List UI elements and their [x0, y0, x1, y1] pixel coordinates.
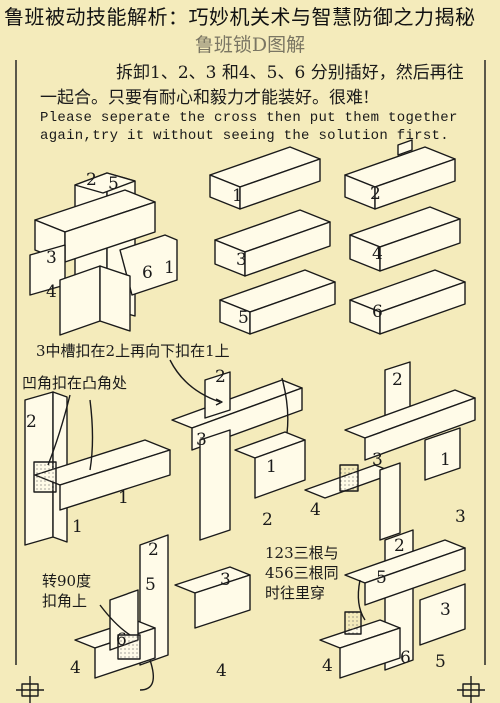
arrow-step-a	[169, 359, 221, 403]
step-number-4: 4	[216, 661, 227, 681]
step-number-1: 1	[72, 517, 83, 537]
step4-piece-3: 3	[220, 570, 231, 590]
piece-2-drawing	[344, 139, 456, 210]
assembled-label-6: 6	[142, 263, 153, 283]
note-step-c: 转90度	[42, 572, 92, 590]
rotate-arrow	[139, 659, 154, 691]
piece-1-drawing	[209, 146, 321, 210]
piece-5-drawing	[219, 269, 336, 335]
assembled-puzzle	[29, 172, 178, 336]
instruction-cn-line2: 一起合。只要有耐心和毅力才能装好。很难!	[40, 88, 370, 108]
step4-piece-2: 2	[148, 540, 159, 560]
arrows	[47, 359, 366, 691]
step3-piece-3: 3	[372, 450, 383, 470]
step-4-drawing	[74, 534, 251, 679]
assembled-label-2: 2	[86, 170, 97, 190]
step5-piece-3: 3	[440, 600, 451, 620]
step3-piece-2: 2	[392, 370, 403, 390]
arrow-step-b-1	[47, 394, 71, 466]
step-5-drawing	[319, 529, 466, 679]
note-step-e2: 456三根同	[265, 564, 339, 582]
note-step-d: 扣角上	[42, 592, 88, 610]
piece-label-5: 5	[238, 308, 249, 328]
step5-piece-4: 4	[322, 656, 333, 676]
step2-piece-1: 1	[266, 457, 277, 477]
note-step-e1: 123三根与	[265, 544, 339, 562]
step2-piece-3: 3	[196, 430, 207, 450]
piece-6-drawing	[349, 269, 466, 335]
image-caption: 鲁班被动技能解析：巧妙机关术与智慧防御之力揭秘	[4, 5, 476, 29]
instruction-cn-line1: 拆卸1、2、3 和4、5、6 分别插好，然后再往	[116, 63, 464, 83]
step5-piece-6: 6	[400, 648, 411, 668]
step4-piece-5: 5	[145, 575, 156, 595]
step-number-5: 5	[435, 652, 446, 672]
step1-piece-2: 2	[26, 412, 37, 432]
piece-label-4: 4	[372, 244, 383, 264]
step5-piece-2: 2	[394, 536, 405, 556]
step-number-3: 3	[455, 507, 466, 527]
assembled-label-3: 3	[46, 248, 57, 268]
corner-ornament-bl	[16, 676, 44, 703]
step2-piece-2: 2	[215, 367, 226, 387]
step-2-drawing	[171, 371, 306, 541]
assembled-label-5: 5	[108, 174, 119, 194]
step1-piece-1: 1	[118, 488, 129, 508]
step3-piece-4: 4	[310, 500, 321, 520]
arrow-step-b-2	[89, 399, 94, 471]
corner-ornament-br	[457, 676, 485, 703]
step3-piece-1: 1	[440, 450, 451, 470]
piece-label-1: 1	[232, 186, 243, 206]
assembled-label-1: 1	[164, 258, 175, 278]
arrow-step-2	[281, 377, 289, 434]
instruction-en-line2: again,try it without seeing the solution…	[40, 128, 449, 144]
assembled-label-4: 4	[46, 282, 57, 302]
instruction-en-line1: Please seperate the cross then put them …	[40, 110, 458, 126]
piece-label-2: 2	[370, 184, 381, 204]
step-1-drawing	[24, 391, 171, 546]
arrow-step-c	[99, 604, 131, 636]
arrow-step-5	[357, 579, 366, 621]
step4-piece-4: 4	[70, 658, 81, 678]
step-3-drawing	[304, 361, 476, 541]
piece-label-6: 6	[372, 302, 383, 322]
step-number-2: 2	[262, 510, 273, 530]
note-step-e3: 时往里穿	[265, 584, 326, 602]
piece-4-drawing	[349, 206, 461, 272]
piece-3-drawing	[214, 209, 331, 277]
diagram-title: 鲁班锁D图解	[194, 34, 306, 56]
step4-piece-6: 6	[116, 630, 127, 650]
note-step-a: 3中槽扣在2上再向下扣在1上	[36, 342, 230, 360]
step5-piece-5: 5	[376, 568, 387, 588]
piece-label-3: 3	[236, 250, 247, 270]
note-step-b: 凹角扣在凸角处	[22, 374, 128, 392]
